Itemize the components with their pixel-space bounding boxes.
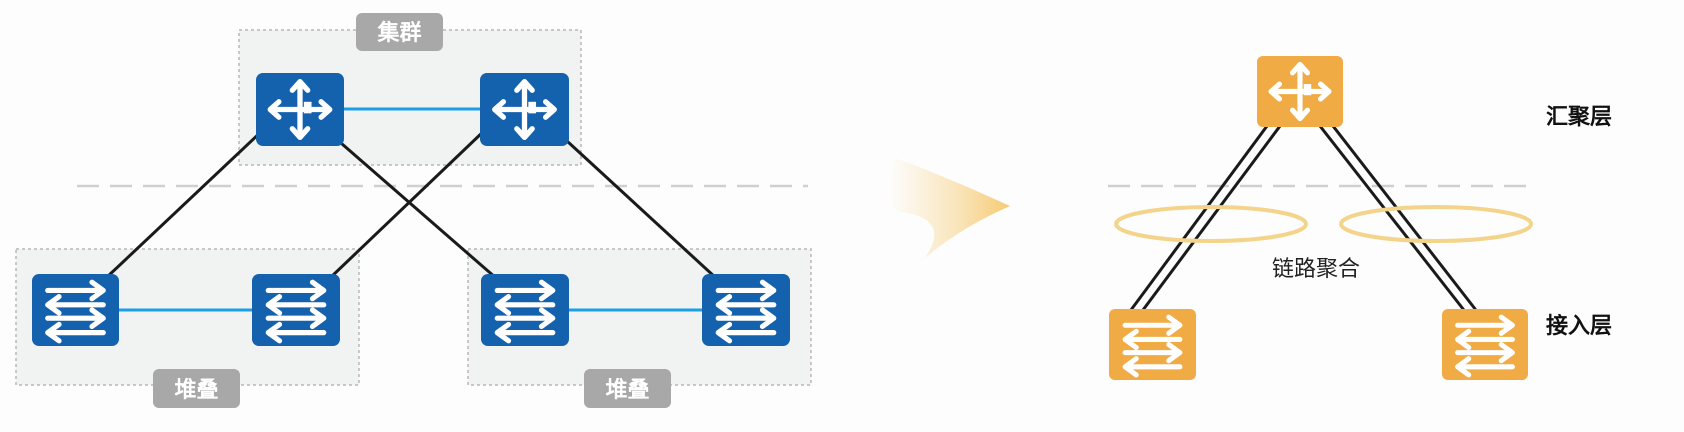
cluster-label: 集群 — [376, 20, 421, 46]
aggregation-ring-left — [1114, 205, 1308, 243]
access-layer-label: 接入层 — [1546, 314, 1612, 339]
link-aggregation-label: 链路聚合 — [1272, 257, 1360, 282]
aggregation-ring-right — [1339, 205, 1533, 243]
access-switch-4 — [702, 274, 790, 346]
left-panel: 集群 堆叠 堆叠 — [15, 13, 812, 408]
aggregation-device — [1257, 56, 1343, 127]
uplinks-left — [104, 128, 718, 280]
access-device-right — [1442, 309, 1528, 380]
aggregated-links — [1126, 125, 1481, 315]
stack-tag-right: 堆叠 — [584, 369, 671, 408]
access-device-left — [1109, 309, 1196, 380]
core-device-right — [480, 73, 569, 146]
stack-label-left: 堆叠 — [174, 378, 218, 403]
stack-label-right: 堆叠 — [605, 378, 649, 403]
access-switch-3 — [481, 274, 569, 346]
right-panel: 链路聚合 汇聚层 接入层 — [1108, 56, 1612, 380]
stack-tag-left: 堆叠 — [153, 369, 240, 408]
cluster-tag: 集群 — [356, 13, 443, 51]
access-switch-1 — [32, 274, 119, 346]
core-device-left — [256, 73, 344, 146]
right-arrow-icon — [888, 158, 1010, 258]
aggregation-layer-label: 汇聚层 — [1546, 105, 1612, 130]
access-switch-2 — [252, 274, 340, 346]
